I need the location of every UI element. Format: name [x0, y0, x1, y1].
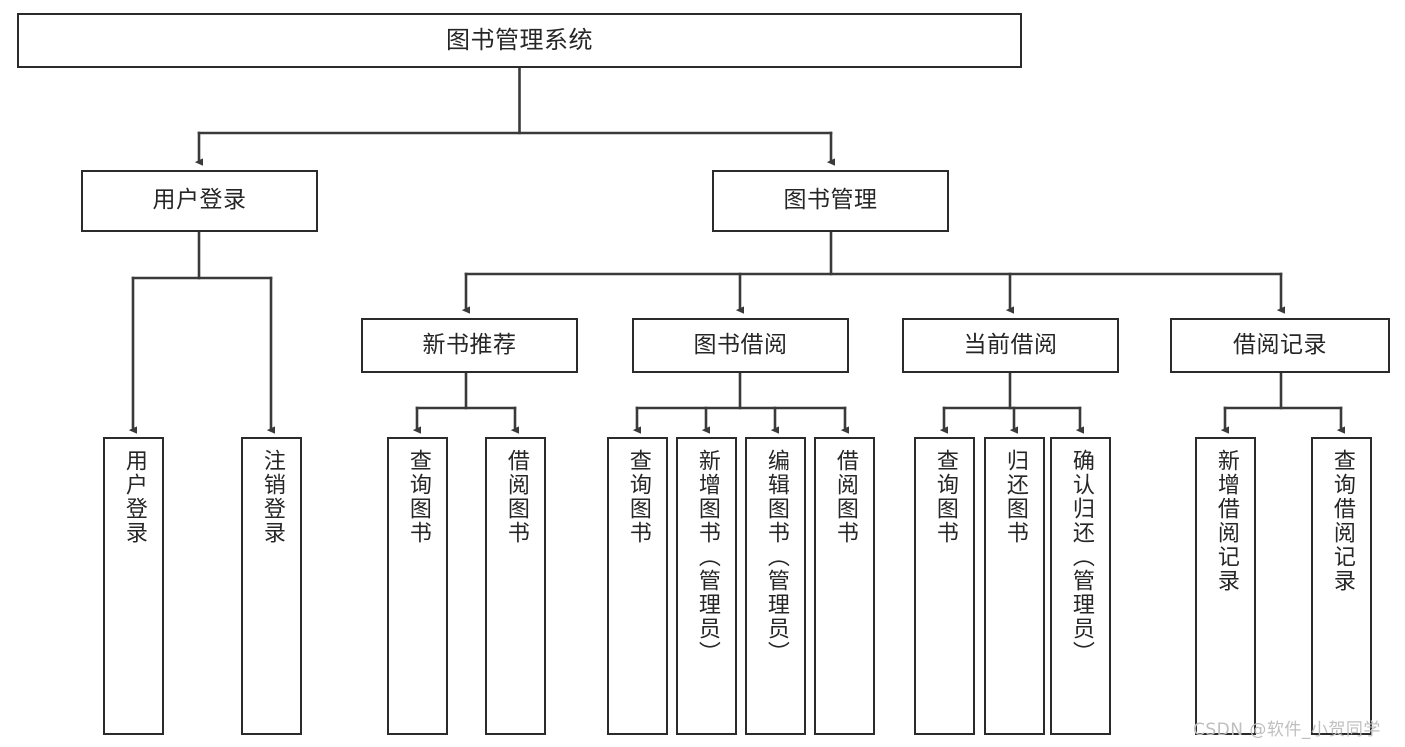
- node-leaf-return-book-label: 归还图书: [1002, 449, 1028, 545]
- node-leaf-query-book-2-label: 查询图书: [625, 449, 651, 545]
- csdn-watermark: CSDN @软件_小贺同学: [1193, 720, 1381, 740]
- node-current-borrow[interactable]: 当前借阅: [902, 318, 1119, 373]
- node-borrow-record-label: 借阅记录: [1233, 331, 1327, 358]
- node-borrow-record[interactable]: 借阅记录: [1170, 318, 1390, 373]
- node-leaf-query-book-3-label: 查询图书: [932, 449, 958, 545]
- node-leaf-user-login-label: 用户登录: [121, 449, 147, 545]
- node-leaf-borrow-book-2-label: 借阅图书: [832, 449, 858, 545]
- node-book-borrow[interactable]: 图书借阅: [632, 318, 849, 373]
- node-new-book-recommend-label: 新书推荐: [422, 331, 517, 358]
- node-root-system-label: 图书管理系统: [446, 26, 593, 55]
- node-leaf-query-book-3[interactable]: 查询图书: [914, 437, 975, 735]
- node-leaf-borrow-book-1-label: 借阅图书: [503, 449, 529, 545]
- node-leaf-confirm-return[interactable]: 确认归还（管理员）: [1050, 437, 1111, 735]
- node-leaf-user-login[interactable]: 用户登录: [103, 437, 164, 735]
- node-leaf-return-book[interactable]: 归还图书: [984, 437, 1045, 735]
- node-leaf-confirm-return-label: 确认归还（管理员）: [1068, 449, 1094, 665]
- node-leaf-edit-book-label: 编辑图书（管理员）: [763, 449, 789, 665]
- node-leaf-add-book[interactable]: 新增图书（管理员）: [676, 437, 737, 735]
- node-leaf-borrow-book-2[interactable]: 借阅图书: [814, 437, 875, 735]
- node-leaf-borrow-book-1[interactable]: 借阅图书: [485, 437, 546, 735]
- node-book-manage-label: 图书管理: [783, 187, 878, 214]
- node-leaf-user-logout-label: 注销登录: [259, 449, 285, 545]
- node-book-borrow-label: 图书借阅: [693, 331, 788, 358]
- node-leaf-query-book-2[interactable]: 查询图书: [607, 437, 668, 735]
- node-new-book-recommend[interactable]: 新书推荐: [361, 318, 578, 373]
- node-leaf-add-record[interactable]: 新增借阅记录: [1195, 437, 1256, 735]
- node-leaf-add-book-label: 新增图书（管理员）: [694, 449, 720, 665]
- node-leaf-add-record-label: 新增借阅记录: [1213, 449, 1239, 593]
- node-user-login-label: 用户登录: [152, 187, 247, 214]
- node-leaf-edit-book[interactable]: 编辑图书（管理员）: [745, 437, 806, 735]
- node-current-borrow-label: 当前借阅: [963, 331, 1058, 358]
- node-root-system[interactable]: 图书管理系统: [17, 13, 1022, 68]
- node-book-manage[interactable]: 图书管理: [712, 170, 949, 232]
- node-leaf-user-logout[interactable]: 注销登录: [241, 437, 302, 735]
- node-leaf-query-record[interactable]: 查询借阅记录: [1311, 437, 1372, 735]
- node-leaf-query-book-1[interactable]: 查询图书: [387, 437, 448, 735]
- node-leaf-query-book-1-label: 查询图书: [405, 449, 431, 545]
- node-user-login[interactable]: 用户登录: [81, 170, 318, 232]
- node-leaf-query-record-label: 查询借阅记录: [1329, 449, 1355, 593]
